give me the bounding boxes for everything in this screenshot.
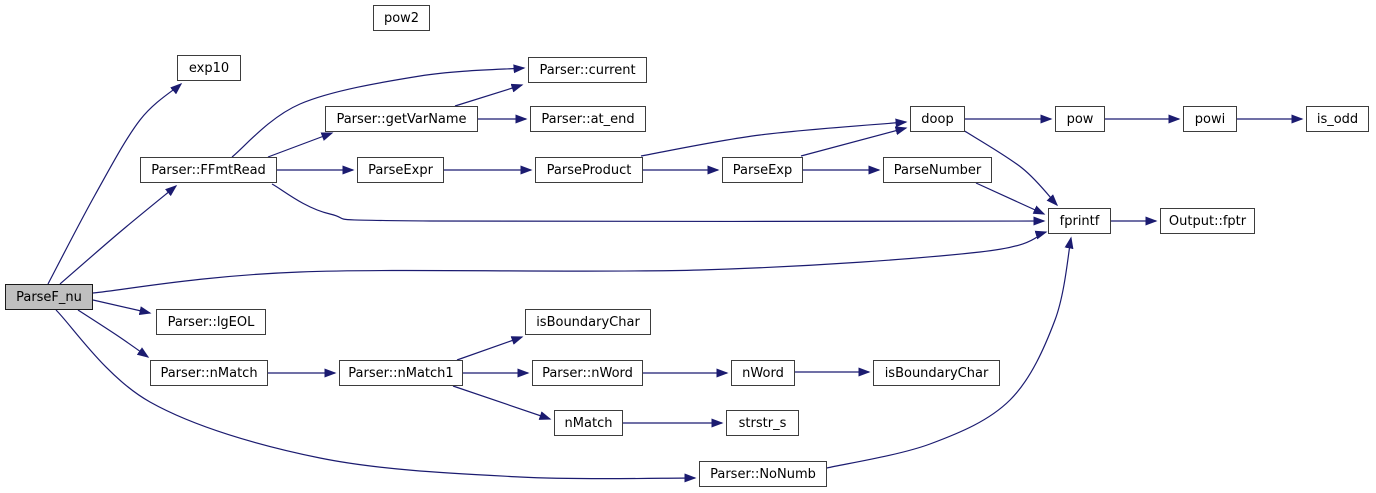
graph-node-ParseF_nu: ParseF_nu <box>5 284 93 310</box>
graph-node-ParseNumber[interactable]: ParseNumber <box>883 157 992 183</box>
graph-edge-getVarName-to-current <box>454 83 524 107</box>
graph-edge-ParseF_nu-to-FFmtRead <box>59 185 178 285</box>
graph-node-nMatch1[interactable]: Parser::nMatch1 <box>339 360 463 386</box>
graph-edge-ParseProduct-to-doop <box>640 118 908 157</box>
graph-edge-nMatch1-to-isBoundary1 <box>456 336 524 361</box>
graph-node-powi[interactable]: powi <box>1183 106 1237 132</box>
graph-edge-ParseF_nu-to-NoNumb <box>55 309 697 483</box>
graph-node-at_end[interactable]: Parser::at_end <box>530 106 646 132</box>
graph-node-NoNumb[interactable]: Parser::NoNumb <box>699 461 827 487</box>
graph-node-ParseExpr[interactable]: ParseExpr <box>357 157 444 183</box>
graph-edge-ParseF_nu-to-nMatchP <box>77 309 150 358</box>
graph-node-getVarName[interactable]: Parser::getVarName <box>325 106 478 132</box>
graph-edge-ParseF_nu-to-lgEOL <box>92 299 152 316</box>
graph-edge-ParseExp-to-doop <box>800 126 908 157</box>
graph-node-Output_fptr[interactable]: Output::fptr <box>1160 208 1255 234</box>
graph-edge-FFmtRead-to-fprintf <box>271 183 1046 226</box>
graph-node-pow[interactable]: pow <box>1055 106 1105 132</box>
graph-edge-ParseNumber-to-fprintf <box>975 182 1046 215</box>
graph-node-nWordP[interactable]: Parser::nWord <box>532 360 643 386</box>
graph-edge-ParseF_nu-to-fprintf <box>92 230 1048 294</box>
graph-node-is_odd[interactable]: is_odd <box>1306 106 1369 132</box>
graph-node-fprintf[interactable]: fprintf <box>1048 208 1111 234</box>
graph-node-pow2[interactable]: pow2 <box>373 5 430 31</box>
graph-node-lgEOL[interactable]: Parser::lgEOL <box>156 309 266 335</box>
graph-edge-NoNumb-to-fprintf <box>826 236 1074 469</box>
graph-edge-FFmtRead-to-getVarName <box>267 132 334 158</box>
graph-node-nWord[interactable]: nWord <box>731 360 795 386</box>
graph-node-isBoundary2[interactable]: isBoundaryChar <box>873 360 1000 386</box>
graph-node-strstr_s[interactable]: strstr_s <box>726 410 799 436</box>
graph-node-exp10[interactable]: exp10 <box>177 55 241 81</box>
graph-edge-nMatch1-to-nMatch <box>452 385 552 420</box>
graph-edge-doop-to-fprintf <box>962 129 1059 207</box>
graph-node-nMatchP[interactable]: Parser::nMatch <box>150 360 268 386</box>
graph-node-nMatch[interactable]: nMatch <box>554 410 623 436</box>
graph-node-ParseExp[interactable]: ParseExp <box>722 157 803 183</box>
graph-node-doop[interactable]: doop <box>910 106 965 132</box>
graph-node-FFmtRead[interactable]: Parser::FFmtRead <box>140 157 277 183</box>
graph-node-ParseProduct[interactable]: ParseProduct <box>535 157 643 183</box>
graph-node-isBoundary1[interactable]: isBoundaryChar <box>525 309 651 335</box>
graph-edge-ParseF_nu-to-exp10 <box>47 83 183 285</box>
graph-node-current[interactable]: Parser::current <box>528 57 647 83</box>
graph-edge-FFmtRead-to-current <box>231 64 526 158</box>
